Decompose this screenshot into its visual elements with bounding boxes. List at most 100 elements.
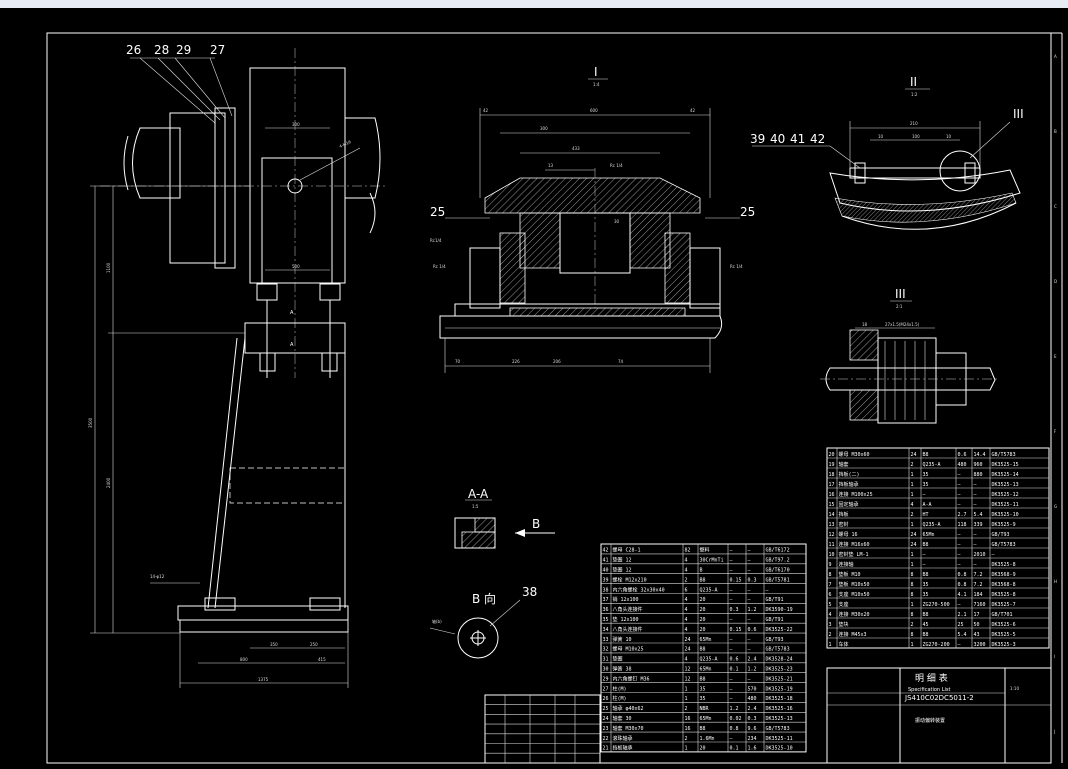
table-cell: 50 [974,622,980,628]
table-cell: — [974,562,978,568]
table-cell: 垫圈 12 [613,567,632,574]
table-cell: GB/T5783 [992,542,1016,548]
detail-view-iii[interactable]: III 2:1 18 27x1.5(M24x1.5) [820,287,1000,424]
zone-mark: A [1054,54,1057,59]
view-i-dim: Rc 1/4 [610,163,623,168]
table-cell: 八角头连接件 [613,606,643,613]
table-cell: 7 [829,582,832,588]
table-cell: 30 [603,667,609,673]
table-cell: 弹簧 38 [613,666,632,673]
view-aa-title: A-A [468,487,489,501]
table-cell: 2.1 [958,612,967,618]
table-cell: 29 [603,676,609,682]
table-cell: 22 [603,736,609,742]
table-cell: 38 [603,587,609,593]
table-cell: — [730,736,734,742]
section-view-aa[interactable]: A-A 1:5 B [454,487,555,549]
table-cell: — [958,482,962,488]
table-cell: 挡板(二) [839,471,860,478]
table-cell: DK3525-18 [766,696,793,702]
table-cell: 螺栓 M12x210 [613,576,647,583]
view-i-scale: 1:4 [593,82,600,87]
table-cell: 880 [974,472,983,478]
table-cell: 35 [923,472,929,478]
dim-iii-thread: 27x1.5(M24x1.5) [885,322,920,327]
table-cell: 25 [603,706,609,712]
table-cell: 6 [829,592,832,598]
dim-top-500: 500 [292,264,300,269]
view-ii-scale: 1:2 [911,92,918,97]
table-cell: 11 [829,542,835,548]
table-cell: 21 [603,746,609,752]
table-cell: 2 [685,736,688,742]
table-cell: GB/T6172 [766,548,790,554]
table-cell: 固定轴承 [839,501,859,508]
table-cell: 17 [974,612,980,618]
table-cell: — [958,562,962,568]
table-cell: — [730,597,734,603]
table-cell: 36 [603,607,609,613]
table-cell: 3200 [974,642,986,648]
table-cell: 轴套 [839,461,849,468]
view-b-balloon-38: 38 [522,585,537,599]
table-cell: 20 [829,452,835,458]
table-cell: 7.2 [974,572,983,578]
table-cell: 1 [911,482,914,488]
table-cell: GB/T97.2 [766,558,790,564]
table-cell: DK3525-8 [992,562,1016,568]
table-cell: 1 [685,696,688,702]
svg-text:Rc1/4: Rc1/4 [430,238,442,243]
table-cell: GB/T5781 [766,577,790,583]
table-cell: Q235-A [923,522,941,528]
dim-base-250: 250 [310,642,318,647]
table-cell: 1 [911,642,914,648]
table-cell: 570 [748,686,757,692]
main-assembly-view[interactable]: 4-M16 A A 14-φ12 3500 1100 2400 [88,43,385,688]
table-cell: DK3525-11 [766,736,793,742]
view-i-title: I [594,65,598,79]
table-cell: 连接 M45x3 [839,631,867,638]
table-cell: — [730,617,734,623]
table-cell: 14 [829,512,835,518]
table-cell: DK3525-14 [992,472,1019,478]
table-cell: 65Mn [700,667,712,673]
table-cell: 10 [829,552,835,558]
table-cell: 4 [685,657,688,663]
table-cell: 弹簧 10 [613,636,632,643]
dim-base-415: 415 [318,657,326,662]
table-cell: — [730,686,734,692]
view-ii-dim: 100 [912,134,920,139]
table-cell: GB/T6170 [766,568,790,574]
callout-25-right: 25 [740,205,755,219]
view-b[interactable]: B 向 38 轴(b) [429,585,537,659]
table-cell: — [766,587,770,593]
table-cell: 4 [911,502,914,508]
table-cell: 18 [829,472,835,478]
table-cell: 连接 M100x25 [839,491,873,498]
table-cell: 0.3 [748,716,757,722]
table-cell: 支座 M10x50 [839,591,870,598]
table-cell: 7.2 [974,582,983,588]
table-cell: NBR [700,706,710,712]
table-cell: — [748,597,752,603]
table-cell: 31 [603,657,609,663]
table-cell: — [923,562,927,568]
table-cell: 24 [911,532,917,538]
table-cell: 24 [685,647,691,653]
view-aa-scale: 1:5 [472,504,479,509]
table-cell: 1.6 [748,746,757,752]
table-cell: DK3525-19 [766,686,793,692]
table-cell: 7160 [974,602,986,608]
table-cell: 1.2 [748,607,757,613]
table-cell: 16 [685,716,691,722]
table-cell: 2 [685,706,688,712]
table-cell: Q235-A [923,462,941,468]
table-cell: 41 [603,558,609,564]
part-callout-26: 26 [126,43,141,57]
table-cell: 12 [829,532,835,538]
view-i-dim: 70 [455,359,461,364]
table-cell: DK3525-13 [992,482,1019,488]
